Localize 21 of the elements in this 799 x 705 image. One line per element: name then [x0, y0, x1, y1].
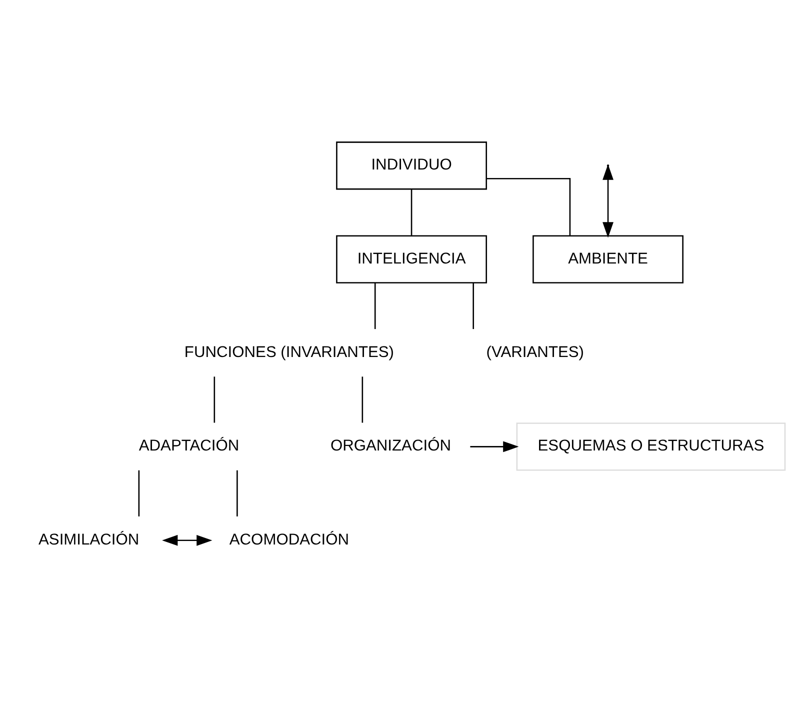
node-text: ADAPTACIÓN	[138, 437, 240, 454]
arrow	[162, 534, 212, 546]
node-text: FUNCIONES (INVARIANTES)	[184, 344, 394, 361]
arrow	[470, 440, 519, 452]
node-text: ASIMILACIÓN	[38, 530, 140, 548]
arrow	[602, 164, 614, 238]
connector	[214, 376, 216, 422]
node-text: ORGANIZACIÓN	[330, 437, 451, 454]
node-box: AMBIENTE	[532, 234, 684, 283]
node-box: ESQUEMAS O ESTRUCTURAS	[516, 422, 786, 470]
connector	[362, 376, 364, 422]
connector	[410, 188, 412, 235]
node-text: ACOMODACIÓN	[229, 530, 350, 548]
connector	[374, 282, 376, 329]
node-box: INDIVIDUO	[336, 141, 487, 190]
connector	[236, 470, 238, 516]
connector	[472, 282, 474, 329]
node-box: INTELIGENCIA	[336, 234, 487, 283]
connector	[138, 470, 140, 516]
connector	[486, 177, 571, 236]
node-text: (VARIANTES)	[486, 344, 584, 361]
